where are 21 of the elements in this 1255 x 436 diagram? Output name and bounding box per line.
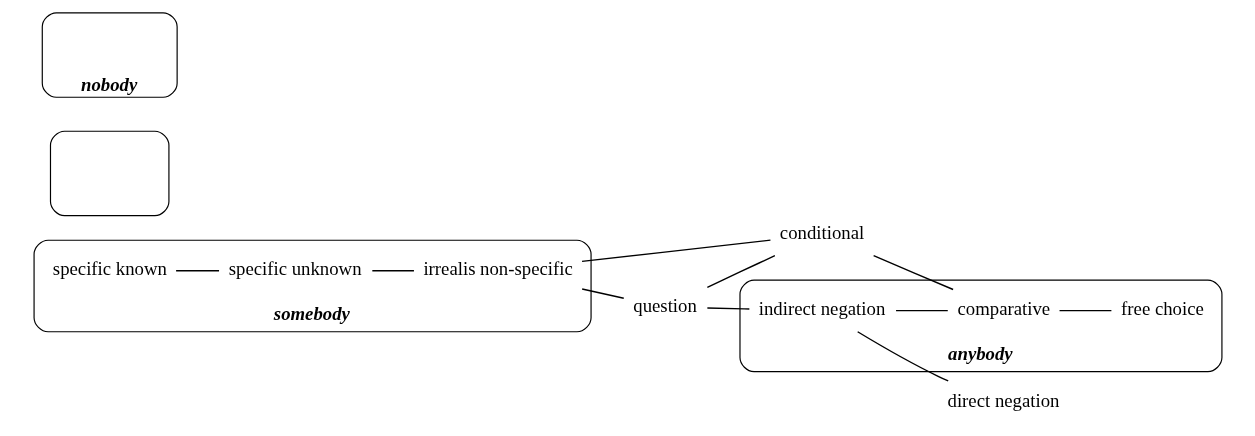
node-text: specific known: [52, 258, 167, 280]
connector: [1058, 309, 1112, 312]
node-box: nobody: [41, 12, 178, 98]
connector: [706, 307, 750, 310]
connector: [856, 331, 949, 382]
connector: [580, 239, 771, 263]
node-text: direct negation: [947, 389, 1059, 411]
node-text: specific unknown: [228, 258, 362, 280]
node-text: question: [632, 294, 697, 316]
node-box: [49, 130, 169, 217]
node-text: irrealis non-specific: [422, 258, 573, 280]
connector: [872, 254, 954, 291]
node-text: free choice: [1120, 298, 1204, 320]
node-text: conditional: [779, 221, 864, 243]
connector: [894, 309, 948, 312]
connector: [371, 270, 415, 272]
connector: [580, 288, 624, 299]
connector: [174, 270, 220, 272]
node-text: comparative: [957, 298, 1050, 320]
node-text: indirect negation: [758, 298, 885, 320]
connector: [706, 255, 776, 289]
